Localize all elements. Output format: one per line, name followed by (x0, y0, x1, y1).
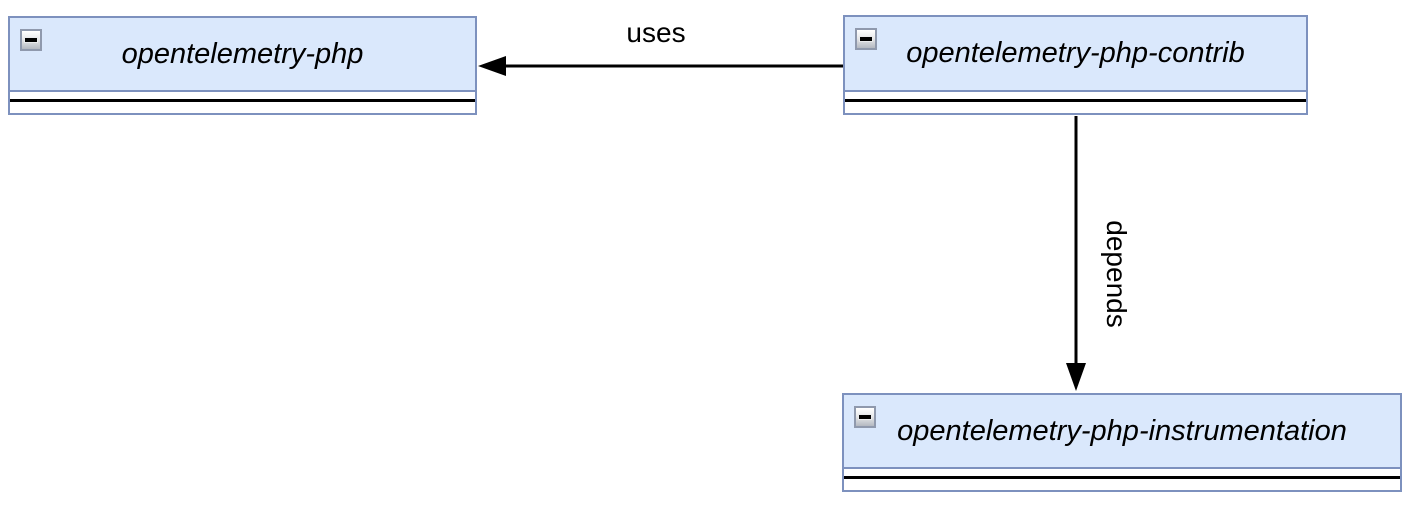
collapse-button[interactable] (855, 28, 877, 50)
node-opentelemetry-php[interactable]: opentelemetry-php (8, 16, 477, 115)
collapse-button[interactable] (854, 406, 876, 428)
edge-label-uses: uses (626, 17, 686, 48)
compartment-separator (10, 99, 475, 102)
depends-edge (1066, 116, 1086, 391)
compartment-separator (844, 476, 1400, 479)
node-compartments (844, 469, 1400, 490)
depends-edge-arrowhead-icon (1066, 363, 1086, 391)
minus-icon (859, 415, 871, 419)
uses-edge (478, 56, 843, 76)
collapse-button[interactable] (20, 29, 42, 51)
node-label: opentelemetry-php-instrumentation (844, 395, 1400, 469)
compartment-separator (845, 99, 1306, 102)
edge-label-depends: depends (1101, 220, 1132, 328)
uses-edge-arrowhead-icon (478, 56, 506, 76)
minus-icon (25, 38, 37, 42)
node-label: opentelemetry-php-contrib (845, 17, 1306, 92)
node-opentelemetry-php-instrumentation[interactable]: opentelemetry-php-instrumentation (842, 393, 1402, 492)
node-compartments (845, 92, 1306, 113)
node-compartments (10, 92, 475, 113)
minus-icon (860, 37, 872, 41)
node-opentelemetry-php-contrib[interactable]: opentelemetry-php-contrib (843, 15, 1308, 115)
node-label: opentelemetry-php (10, 18, 475, 92)
